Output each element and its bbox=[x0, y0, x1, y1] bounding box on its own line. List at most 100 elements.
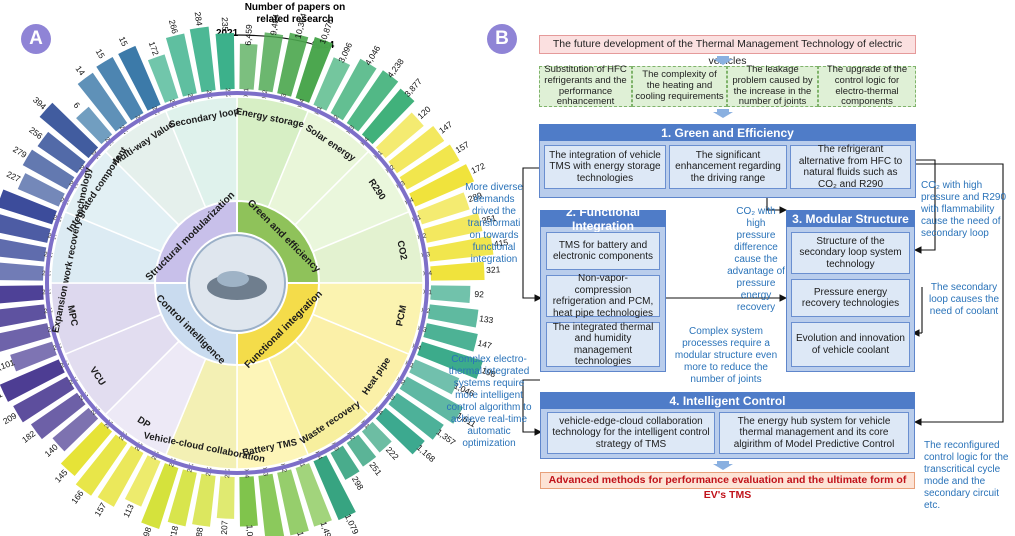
panel-b-badge: B bbox=[487, 24, 517, 54]
radial-bar bbox=[0, 214, 51, 243]
radial-bar bbox=[430, 285, 471, 304]
radial-bar bbox=[277, 469, 309, 536]
main-title-box: The future development of the Thermal Ma… bbox=[539, 35, 916, 67]
bar-value-label: 221 bbox=[0, 389, 4, 404]
s1-driving-range: The significant enhancement regarding th… bbox=[669, 145, 787, 189]
radial-bar bbox=[417, 341, 483, 379]
radial-bar bbox=[427, 304, 479, 328]
bar-value-label: 284 bbox=[193, 11, 205, 27]
radial-bar bbox=[361, 88, 415, 145]
radial-bar bbox=[22, 149, 75, 190]
radial-bar bbox=[409, 359, 460, 395]
bar-value-label: 172 bbox=[147, 40, 161, 57]
section3-header: 3. Modular Structure bbox=[786, 210, 915, 227]
bar-value-label: 289 bbox=[467, 190, 484, 204]
radial-bar bbox=[346, 434, 377, 467]
s2-non-vapor: Non-vapor-compression refrigeration and … bbox=[546, 273, 660, 319]
radial-bar bbox=[423, 213, 483, 243]
bar-year-label: 2024 bbox=[52, 214, 68, 226]
radial-bar bbox=[30, 392, 86, 440]
driver-leakage: The leakage problem caused by the increa… bbox=[727, 64, 818, 107]
s4-edge-cloud: vehicle-edge-cloud collaboration technol… bbox=[547, 412, 715, 454]
s2-humidity: The integrated thermal and humidity mana… bbox=[546, 322, 660, 367]
category-label: PCM bbox=[394, 304, 409, 327]
bar-value-label: 266 bbox=[167, 19, 180, 35]
driver-control: The upgrade of the control logic for ele… bbox=[818, 64, 916, 107]
radial-bar bbox=[96, 56, 144, 121]
bar-year-label: 2021 bbox=[42, 270, 57, 278]
s2-battery-tms: TMS for battery and electronic component… bbox=[546, 232, 660, 270]
bar-value-label: 1,079 bbox=[245, 524, 256, 536]
radial-bar bbox=[295, 463, 332, 527]
s3-coolant: Evolution and innovation of vehicle cool… bbox=[791, 322, 910, 367]
center-quadrant bbox=[153, 199, 238, 284]
bar-year-label: 2024 bbox=[42, 289, 57, 297]
bar-year-label: 2022 bbox=[47, 324, 63, 334]
bar-value-label: 15 bbox=[117, 35, 130, 48]
bar-value-label: 288 bbox=[193, 526, 205, 536]
radial-bar-chart: 6,45920219,484202210,364202310,87620243,… bbox=[0, 11, 509, 536]
radial-bar bbox=[239, 43, 258, 90]
vehicle-cabin-icon bbox=[217, 271, 249, 287]
radial-bar bbox=[330, 445, 360, 480]
radial-bar bbox=[258, 473, 285, 536]
bar-year-label: 2022 bbox=[205, 461, 214, 477]
center-quadrant bbox=[236, 282, 321, 367]
bar-value-label: 147 bbox=[477, 338, 493, 351]
radial-bar bbox=[258, 32, 284, 93]
bar-value-label: 6,459 bbox=[243, 24, 254, 46]
bar-value-label: 398 bbox=[139, 526, 153, 536]
bar-year-label: 2023 bbox=[43, 306, 59, 315]
radial-bar bbox=[147, 54, 179, 103]
radial-bar bbox=[277, 32, 309, 97]
bar-year-label: 2021 bbox=[168, 98, 180, 114]
note-reconfigured: The reconfigured control logic for the t… bbox=[924, 440, 1009, 511]
bar-value-label: 207 bbox=[219, 520, 230, 535]
bar-value-label: 415 bbox=[493, 237, 509, 249]
category-label: MPC bbox=[65, 304, 80, 327]
bar-value-label: 235 bbox=[220, 17, 231, 32]
radial-bar bbox=[167, 469, 197, 527]
radial-bar bbox=[313, 57, 351, 111]
radial-bar bbox=[165, 33, 197, 97]
radial-bar bbox=[77, 72, 128, 132]
category-wedges bbox=[45, 91, 429, 475]
radial-bar bbox=[189, 26, 216, 93]
radial-bar bbox=[215, 32, 235, 90]
radial-bar bbox=[37, 131, 86, 174]
bar-value-label: 351 bbox=[481, 212, 497, 225]
bar-year-label: 2023 bbox=[205, 89, 214, 105]
radial-bar bbox=[417, 192, 470, 225]
panel-a-badge: A bbox=[21, 24, 51, 54]
radial-bar bbox=[0, 285, 44, 304]
bar-year-label: 2022 bbox=[186, 93, 196, 109]
radial-bar bbox=[409, 164, 475, 207]
radial-bar bbox=[52, 407, 99, 452]
note-co2-flammability: CO₂ with high pressure and R290 with fla… bbox=[921, 180, 1007, 239]
bar-year-label: 2024 bbox=[168, 452, 180, 468]
radial-bar bbox=[118, 45, 161, 111]
section4-header: 4. Intelligent Control bbox=[540, 392, 915, 409]
section1-header: 1. Green and Efficiency bbox=[539, 124, 916, 141]
section2-header: 2. Functional Integration bbox=[540, 205, 666, 233]
bar-value-label: 1,574 bbox=[295, 530, 310, 536]
note-diverse-demands: More diverse demands drived the transfor… bbox=[465, 182, 523, 265]
bar-year-label: 2023 bbox=[47, 232, 63, 242]
s1-refrigerant: The refrigerant alternative from HFC to … bbox=[790, 144, 911, 190]
radial-bar bbox=[0, 359, 65, 402]
radial-bar bbox=[430, 261, 485, 281]
radial-bar bbox=[388, 125, 445, 174]
radial-bar bbox=[76, 106, 113, 145]
radial-bar bbox=[10, 341, 57, 372]
radial-bar bbox=[60, 421, 113, 476]
radial-bar bbox=[361, 421, 392, 453]
radial-bar bbox=[13, 376, 75, 423]
bar-value-label: 133 bbox=[479, 313, 495, 325]
radial-bar bbox=[216, 476, 235, 519]
radial-bar bbox=[399, 144, 460, 190]
driver-hfc: Substitution of HFC refrigerants and the… bbox=[539, 64, 632, 107]
bar-year-label: 2023 bbox=[186, 457, 196, 473]
footer-box: Advanced methods for performance evaluat… bbox=[540, 472, 915, 501]
radial-bar bbox=[239, 476, 258, 527]
s3-pressure-recovery: Pressure energy recovery technologies bbox=[791, 279, 910, 317]
